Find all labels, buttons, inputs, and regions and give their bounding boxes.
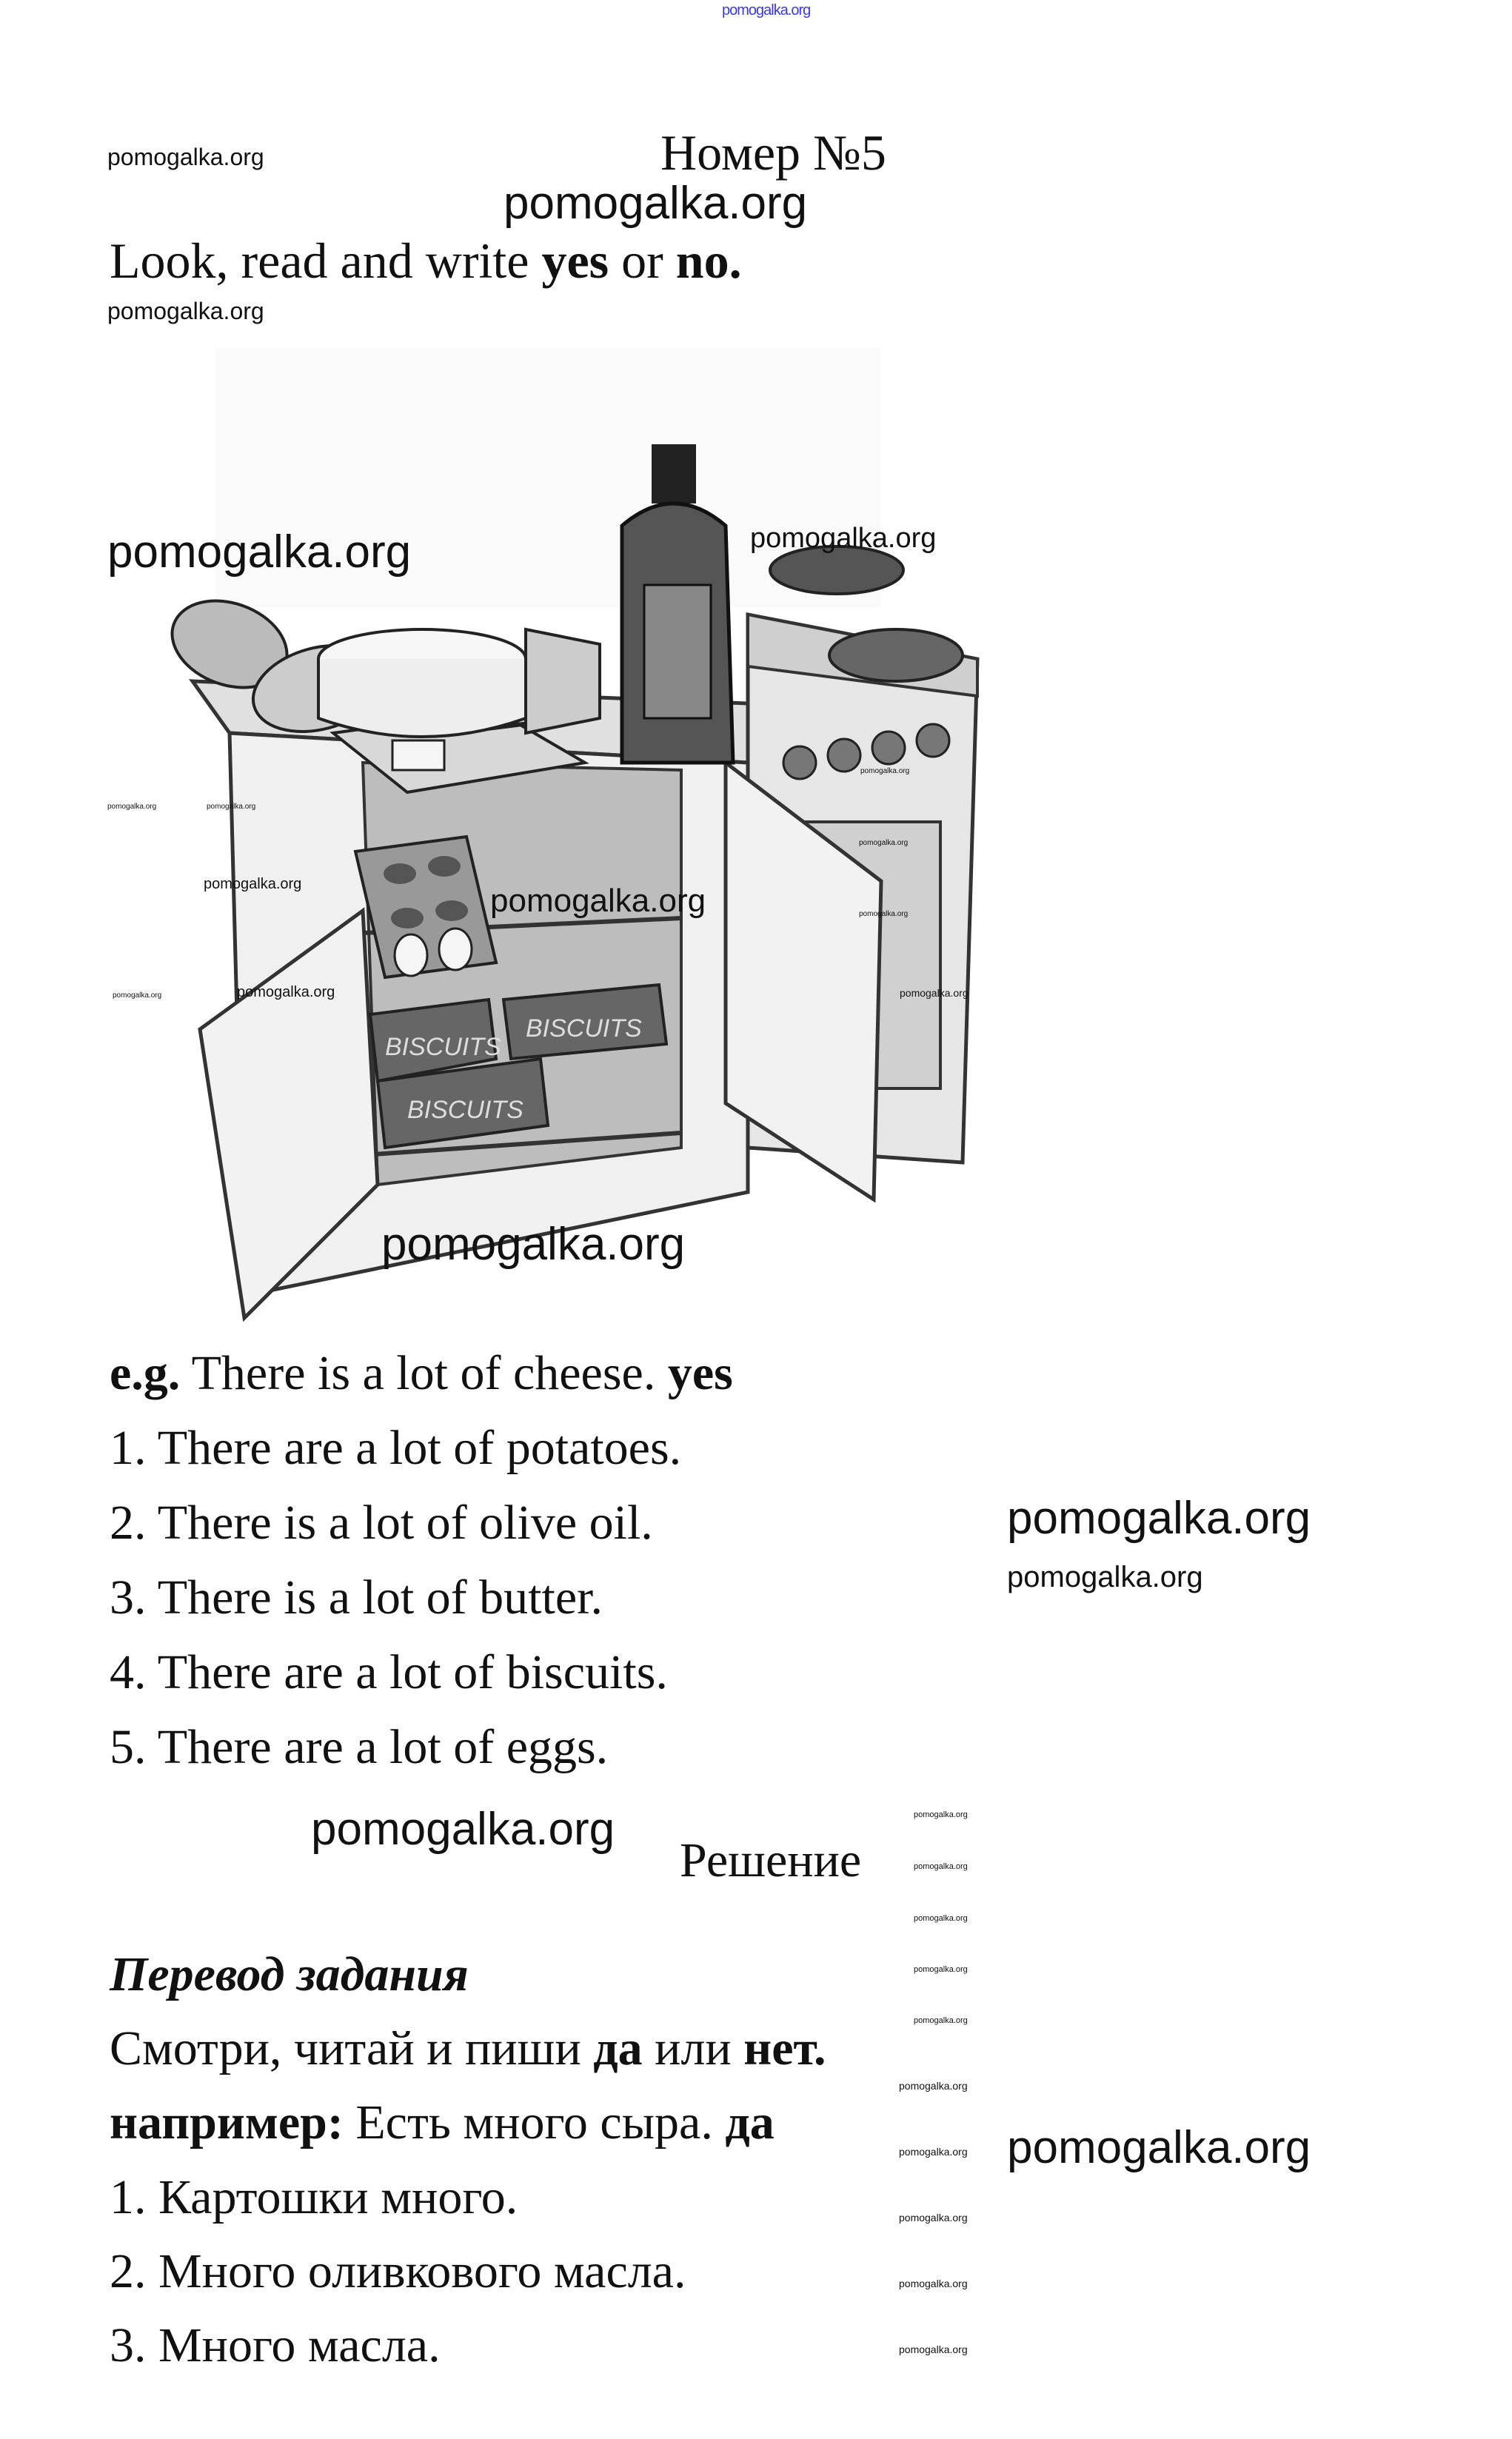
translation-item: 2. Много оливкового масла.	[110, 2244, 686, 2298]
watermark: pomogalka.org	[859, 910, 909, 918]
watermark: pomogalka.org	[1007, 2122, 1311, 2173]
watermark: pomogalka.org	[914, 1810, 968, 1819]
cheese	[317, 627, 601, 738]
yes-word: да	[593, 2021, 643, 2075]
kitchen-illustration: BISCUITS BISCUITS BISCUITS	[170, 348, 980, 1322]
example-answer: yes	[667, 1346, 733, 1400]
translation-item: 3. Много масла.	[110, 2318, 441, 2372]
illustration-background	[215, 348, 881, 607]
watermark: pomogalka.org	[899, 2212, 968, 2224]
watermark: pomogalka.org	[899, 2146, 968, 2158]
watermark: pomogalka.org	[914, 1914, 968, 1923]
watermark: pomogalka.org	[860, 767, 910, 775]
watermark: pomogalka.org	[859, 839, 909, 847]
no-word: no.	[675, 232, 742, 289]
translation-heading: Перевод задания	[110, 1947, 469, 2001]
watermark: pomogalka.org	[107, 803, 157, 811]
example-text: Есть много сыра.	[343, 2095, 726, 2149]
or-word: или	[642, 2021, 744, 2075]
watermark: pomogalka.org	[107, 526, 412, 578]
or-word: or	[609, 232, 676, 289]
watermark: pomogalka.org	[1007, 1561, 1203, 1593]
solution-title: Решение	[680, 1833, 862, 1887]
watermark: pomogalka.org	[899, 2080, 968, 2092]
biscuits-label: BISCUITS	[385, 1033, 501, 1061]
example-answer: да	[725, 2095, 775, 2149]
olive-oil-bottle	[620, 444, 735, 765]
watermark: pomogalka.org	[107, 144, 264, 170]
watermark: pomogalka.org	[1007, 1493, 1311, 1544]
watermark: pomogalka.org	[750, 523, 937, 554]
watermark: pomogalka.org	[914, 1965, 968, 1974]
watermark: pomogalka.org	[899, 2278, 968, 2289]
watermark: pomogalka.org	[914, 2016, 968, 2025]
sentence-item: 3. There is a lot of butter.	[110, 1570, 603, 1625]
watermark: pomogalka.org	[900, 987, 969, 999]
right-door	[723, 758, 883, 1203]
instruction-text: Смотри, читай и пиши	[110, 2021, 594, 2075]
watermark: pomogalka.org	[107, 298, 264, 324]
watermark: pomogalka.org	[204, 876, 302, 892]
left-door	[198, 907, 380, 1322]
watermark: pomogalka.org	[914, 1862, 968, 1871]
task-instruction: Look, read and write yes or no.	[110, 235, 742, 286]
sentence-item: 1. There are a lot of potatoes.	[110, 1421, 682, 1475]
instruction-text: Look, read and write	[110, 232, 542, 289]
biscuits-boxes: BISCUITS BISCUITS BISCUITS	[368, 983, 669, 1150]
yes-word: yes	[541, 232, 609, 289]
example-label: e.g.	[110, 1346, 181, 1400]
top-watermark: pomogalka.org	[722, 2, 811, 19]
example-text: There is a lot of cheese.	[180, 1346, 668, 1400]
translation-item: 1. Картошки много.	[110, 2170, 518, 2224]
watermark: pomogalka.org	[207, 803, 256, 811]
sentence-item: 4. There are a lot of biscuits.	[110, 1645, 668, 1699]
biscuits-label: BISCUITS	[526, 1014, 642, 1043]
watermark: pomogalka.org	[237, 984, 335, 1000]
no-word: нет.	[743, 2021, 826, 2075]
watermark: pomogalka.org	[490, 883, 706, 919]
watermark: pomogalka.org	[113, 991, 162, 1000]
watermark: pomogalka.org	[899, 2343, 968, 2355]
sentence-item: 2. There is a lot of olive oil.	[110, 1496, 653, 1550]
translation-example: например: Есть много сыра. да	[110, 2098, 775, 2147]
watermark: pomogalka.org	[311, 1804, 615, 1855]
watermark: pomogalka.org	[381, 1219, 686, 1270]
sentence-item: 5. There are a lot of eggs.	[110, 1720, 609, 1774]
eggs-carton	[353, 834, 498, 980]
example-label: например:	[110, 2095, 344, 2149]
example-sentence: e.g. There is a lot of cheese. yes	[110, 1349, 733, 1398]
page-title: Номер №5	[660, 124, 886, 181]
translation-instruction: Смотри, читай и пиши да или нет.	[110, 2024, 826, 2073]
watermark: pomogalka.org	[504, 178, 808, 229]
biscuits-label: BISCUITS	[407, 1096, 523, 1124]
